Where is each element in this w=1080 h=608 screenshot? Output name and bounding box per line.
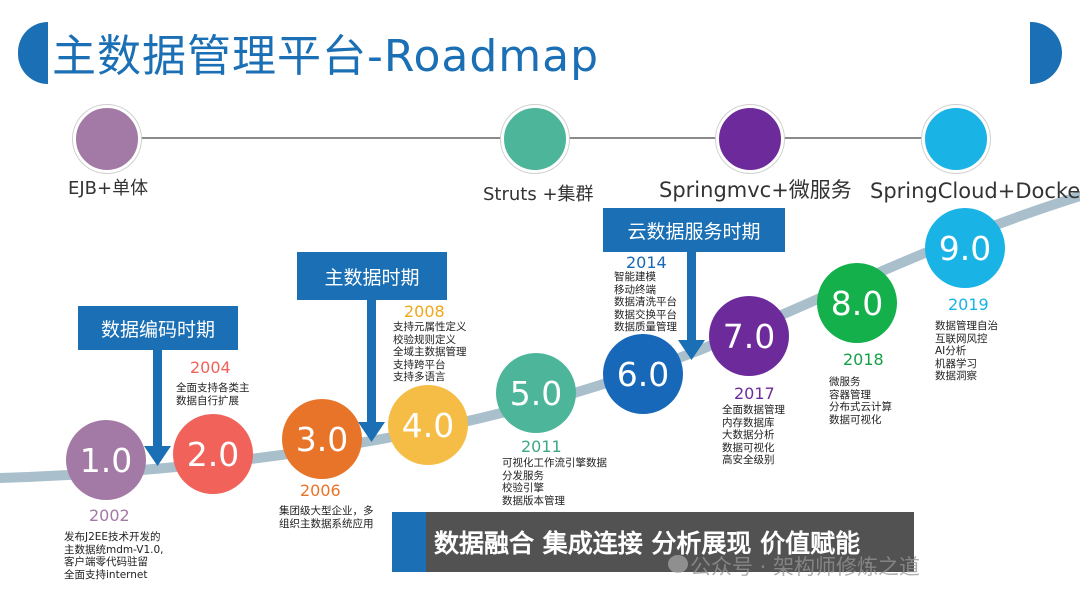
- timeline-node-ejb: [73, 105, 141, 173]
- year-2014: 2014: [626, 253, 667, 272]
- version-desc-8: 微服务 容器管理 分布式云计算 数据可视化: [829, 376, 892, 426]
- year-2018: 2018: [843, 350, 884, 369]
- version-desc-6: 智能建模 移动终端 数据清洗平台 数据交换平台 数据质量管理: [614, 271, 677, 333]
- banner-accent: [392, 512, 426, 572]
- version-desc-1: 发布J2EE技术开发的 主数据统mdm-V1.0, 客户端零代码驻留 全面支持i…: [64, 531, 164, 581]
- version-desc-3: 集团级大型企业，多 组织主数据系统应用: [279, 505, 374, 530]
- timeline-label-struts: Struts +集群: [483, 184, 594, 205]
- version-number: 2.0: [186, 434, 240, 474]
- year-2004: 2004: [190, 358, 231, 377]
- version-number: 4.0: [401, 405, 455, 445]
- version-number: 3.0: [295, 419, 349, 459]
- version-circle-4: 4.0: [388, 385, 468, 465]
- version-desc-5: 可视化工作流引擎数据 分发服务 校验引擎 数据版本管理: [502, 457, 607, 507]
- version-number: 7.0: [722, 316, 776, 356]
- year-2008: 2008: [404, 302, 445, 321]
- version-circle-7: 7.0: [709, 296, 789, 376]
- version-circle-1: 1.0: [66, 420, 146, 500]
- version-number: 1.0: [79, 440, 133, 480]
- year-2006: 2006: [300, 481, 341, 500]
- year-2002: 2002: [89, 506, 130, 525]
- version-circle-2: 2.0: [173, 414, 253, 494]
- version-desc-7: 全面数据管理 内存数据库 大数据分析 数据可视化 高安全级别: [722, 404, 785, 466]
- timeline-node-springmvc: [716, 105, 784, 173]
- arrow-era-1: [144, 348, 171, 466]
- timeline-label-ejb: EJB+单体: [68, 178, 149, 199]
- version-circle-3: 3.0: [282, 399, 362, 479]
- timeline-label-springcloud: SpringCloud+Docker: [870, 179, 1080, 203]
- era-box-cloud: 云数据服务时期: [603, 208, 785, 252]
- version-circle-8: 8.0: [817, 263, 897, 343]
- timeline-node-springcloud: [922, 105, 990, 173]
- wechat-icon: [668, 555, 688, 573]
- version-circle-5: 5.0: [496, 353, 576, 433]
- version-number: 5.0: [509, 373, 563, 413]
- page-title: 主数据管理平台-Roadmap: [52, 31, 600, 82]
- watermark-text: 公众号 · 架构师修炼之道: [690, 555, 921, 579]
- era-box-master-data: 主数据时期: [297, 252, 447, 300]
- year-2019: 2019: [948, 295, 989, 314]
- arrow-era-2: [358, 298, 385, 442]
- version-desc-9: 数据管理自治 互联网风控 AI分析 机器学习 数据洞察: [935, 320, 998, 382]
- version-circle-6: 6.0: [603, 334, 683, 414]
- timeline-label-springmvc: Springmvc+微服务: [659, 178, 852, 202]
- era-box-coding: 数据编码时期: [78, 306, 238, 350]
- value-banner: 数据融合 集成连接 分析展现 价值赋能: [392, 512, 914, 572]
- arrow-era-3: [678, 252, 705, 360]
- version-number: 6.0: [616, 354, 670, 394]
- version-number: 8.0: [830, 283, 884, 323]
- timeline-node-struts: [501, 105, 569, 173]
- year-2011: 2011: [521, 437, 562, 456]
- version-circle-9: 9.0: [925, 208, 1005, 288]
- version-desc-2: 全面支持各类主 数据自行扩展: [176, 382, 250, 407]
- year-2017: 2017: [734, 384, 775, 403]
- version-desc-4: 支持元属性定义 校验规则定义 全域主数据管理 支持跨平台 支持多语言: [393, 321, 467, 383]
- version-number: 9.0: [938, 228, 992, 268]
